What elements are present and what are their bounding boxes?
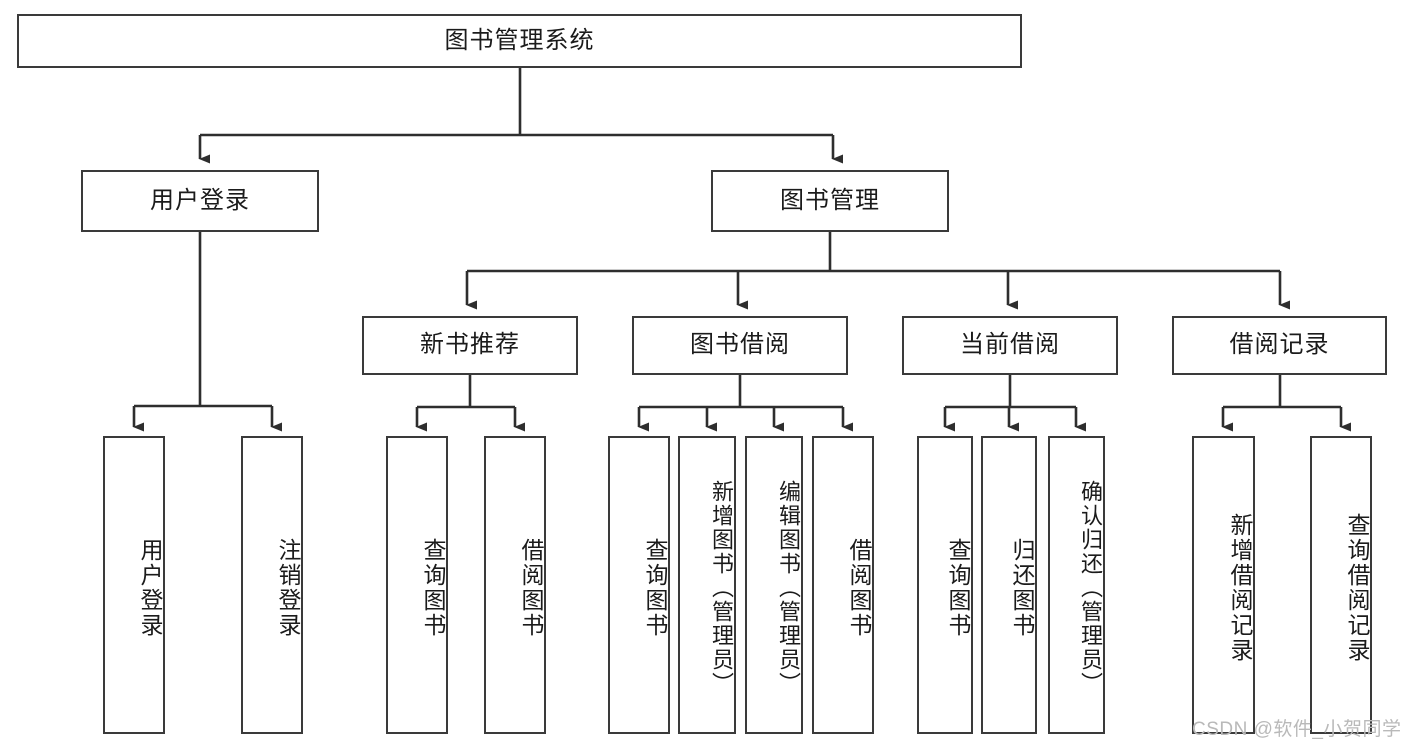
node-borrow-record[interactable]: 借阅记录 (1172, 316, 1387, 375)
newbook-to-leaf-links (415, 375, 525, 432)
node-root[interactable]: 图书管理系统 (17, 14, 1022, 68)
leaf-query-book-current[interactable]: 查询图书 (917, 436, 973, 734)
borrowbook-to-leaf-links (637, 375, 853, 432)
leaf-add-book-admin[interactable]: 新增图书（管理员） (678, 436, 736, 734)
node-book-borrow[interactable]: 图书借阅 (632, 316, 848, 375)
leaf-borrow-book-recommend[interactable]: 借阅图书 (484, 436, 546, 734)
node-user-login[interactable]: 用户登录 (81, 170, 319, 232)
leaf-user-login[interactable]: 用户登录 (103, 436, 165, 734)
borrowrecord-to-leaf-links (1221, 375, 1351, 432)
leaf-logout[interactable]: 注销登录 (241, 436, 303, 734)
node-current-borrow[interactable]: 当前借阅 (902, 316, 1118, 375)
leaf-query-book-recommend[interactable]: 查询图书 (386, 436, 448, 734)
leaf-query-borrow-record[interactable]: 查询借阅记录 (1310, 436, 1372, 734)
root-to-level2-links (198, 68, 843, 164)
leaf-add-borrow-record[interactable]: 新增借阅记录 (1192, 436, 1255, 734)
node-book-management[interactable]: 图书管理 (711, 170, 949, 232)
leaf-query-book-borrow[interactable]: 查询图书 (608, 436, 670, 734)
csdn-watermark: CSDN @软件_小贺同学 (1192, 719, 1402, 740)
leaf-borrow-book[interactable]: 借阅图书 (812, 436, 874, 734)
leaf-return-book[interactable]: 归还图书 (981, 436, 1037, 734)
leaf-edit-book-admin[interactable]: 编辑图书（管理员） (745, 436, 803, 734)
level2-to-level3-links (465, 232, 1290, 310)
leaf-confirm-return-admin[interactable]: 确认归还（管理员） (1048, 436, 1105, 734)
userlogin-to-leaf-links (132, 232, 282, 432)
currentborrow-to-leaf-links (943, 375, 1086, 432)
node-new-book-recommend[interactable]: 新书推荐 (362, 316, 578, 375)
